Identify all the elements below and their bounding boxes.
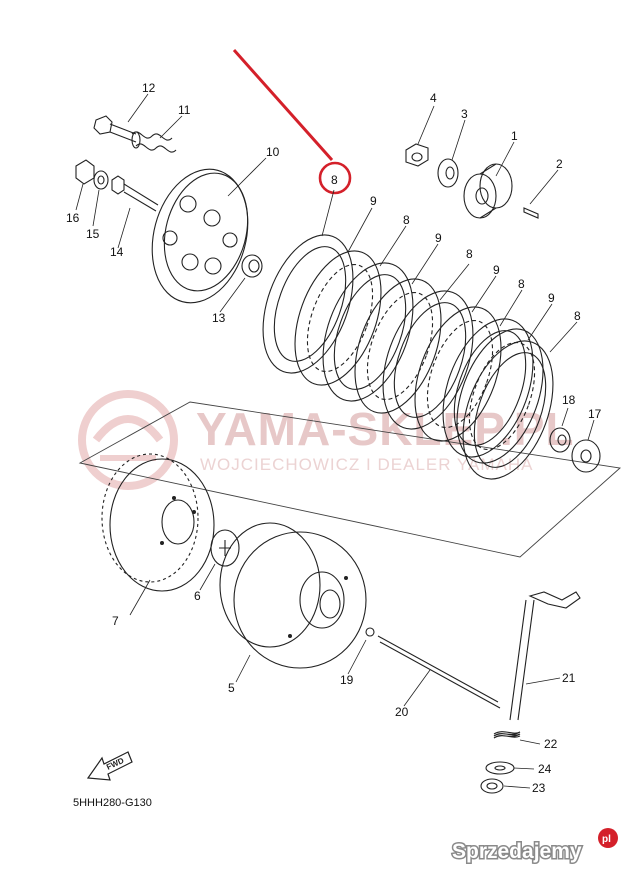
stamp-badge bbox=[598, 828, 618, 848]
friction-plate bbox=[382, 290, 474, 430]
highlight-circle bbox=[318, 161, 352, 195]
steel-plate bbox=[414, 306, 502, 442]
callout-10: 10 bbox=[266, 145, 280, 159]
callout-21: 21 bbox=[562, 671, 576, 685]
part-17-push-rod-end bbox=[571, 439, 601, 473]
callout-9: 9 bbox=[435, 231, 442, 245]
watermark-logo bbox=[78, 390, 178, 490]
part-19-ball bbox=[365, 627, 375, 637]
callout-11: 11 bbox=[178, 103, 191, 117]
callout-3: 3 bbox=[461, 107, 468, 121]
part-23-oil-seal bbox=[480, 778, 504, 794]
part-3-washer bbox=[437, 158, 459, 188]
part-18-bearing bbox=[549, 427, 571, 453]
friction-plate bbox=[322, 262, 414, 402]
stamp-text: Sprzedajemy bbox=[452, 840, 582, 863]
steel-plate bbox=[456, 328, 544, 464]
callout-13: 13 bbox=[212, 311, 226, 325]
callout-15: 15 bbox=[86, 227, 100, 241]
part-2-key bbox=[523, 207, 539, 219]
callout-8: 8 bbox=[518, 277, 525, 291]
part-24-washer bbox=[485, 761, 515, 775]
part-6-plate bbox=[210, 529, 240, 567]
stamp-suffix: pl bbox=[602, 834, 611, 845]
callout-16: 16 bbox=[66, 211, 80, 225]
part-5-clutch-housing bbox=[219, 522, 367, 669]
callout-19: 19 bbox=[340, 673, 354, 687]
watermark-subtitle: WOJCIECHOWICZ I DEALER YAMAHA bbox=[200, 455, 533, 474]
friction-plate bbox=[262, 234, 354, 374]
part-15-washer bbox=[93, 170, 109, 190]
callout-7: 7 bbox=[112, 614, 119, 628]
part-4-nut bbox=[405, 143, 429, 167]
callout-20: 20 bbox=[395, 705, 409, 719]
steel-plate bbox=[294, 250, 382, 386]
part-11-spring bbox=[131, 131, 177, 153]
fwd-arrow: FWD bbox=[86, 751, 133, 781]
part-10-pressure-plate bbox=[151, 168, 249, 304]
part-20-push-rod bbox=[377, 635, 501, 709]
callout-8: 8 bbox=[403, 213, 410, 227]
sprzedajemy-stamp: Sprzedajemy pl bbox=[451, 828, 618, 865]
part-7-primary-driven-gear bbox=[101, 453, 215, 592]
part-13-bearing bbox=[241, 254, 263, 278]
callout-5: 5 bbox=[228, 681, 235, 695]
callout-23: 23 bbox=[532, 781, 546, 795]
callout-8: 8 bbox=[466, 247, 473, 261]
callout-4: 4 bbox=[430, 91, 437, 105]
callout-9: 9 bbox=[493, 263, 500, 277]
callout-18: 18 bbox=[562, 393, 576, 407]
watermark: YAMA-SKLEP.PL WOJCIECHOWICZ I DEALER YAM… bbox=[78, 390, 575, 490]
callout-22: 22 bbox=[544, 737, 558, 751]
callout-6: 6 bbox=[194, 589, 201, 603]
callout-8-highlighted: 8 bbox=[331, 173, 338, 187]
part-21-push-lever-shaft bbox=[509, 591, 581, 721]
leader-lines bbox=[75, 93, 595, 789]
plate-group-frame bbox=[78, 401, 622, 558]
diagram-code: 5HHH280-G130 bbox=[73, 797, 152, 809]
part-1-gear bbox=[463, 163, 513, 219]
friction-plate bbox=[442, 318, 534, 458]
clutch-plate-stack bbox=[262, 234, 554, 480]
part-16-nut bbox=[75, 159, 95, 185]
callout-2: 2 bbox=[556, 157, 563, 171]
callout-labels: 12 11 10 16 15 14 13 4 3 1 2 8 9 8 9 8 9… bbox=[66, 81, 602, 795]
highlight-arrow-line bbox=[232, 49, 334, 161]
callout-9: 9 bbox=[548, 291, 555, 305]
callout-12: 12 bbox=[142, 81, 156, 95]
callout-14: 14 bbox=[110, 245, 124, 259]
callout-17: 17 bbox=[588, 407, 602, 421]
part-14-bolt bbox=[111, 175, 159, 212]
highlight-marker bbox=[232, 49, 352, 195]
watermark-title: YAMA-SKLEP.PL bbox=[196, 403, 575, 455]
part-22-spring bbox=[493, 731, 521, 739]
callout-24: 24 bbox=[538, 762, 552, 776]
callout-1: 1 bbox=[511, 129, 518, 143]
callout-9: 9 bbox=[370, 194, 377, 208]
callout-8: 8 bbox=[574, 309, 581, 323]
steel-plate bbox=[354, 278, 442, 414]
friction-plate bbox=[462, 340, 554, 480]
